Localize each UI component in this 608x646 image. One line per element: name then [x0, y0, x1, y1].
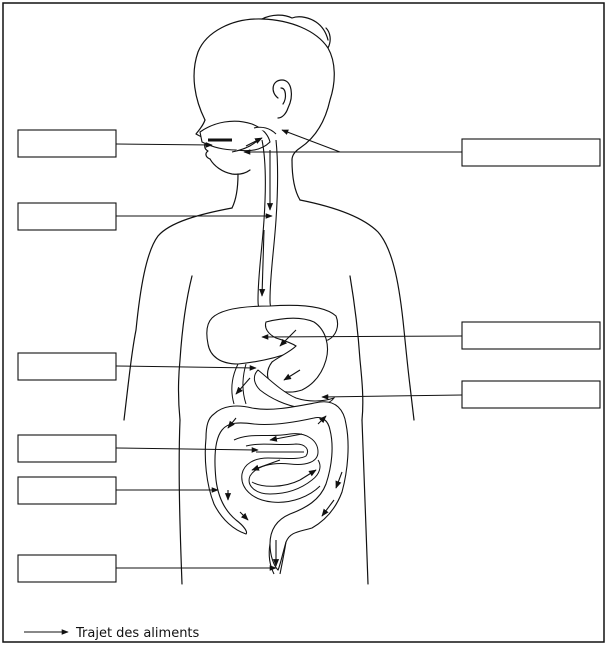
- label-box-rectum[interactable]: [18, 555, 116, 582]
- ear-inner: [281, 88, 285, 104]
- path-arrow-small-b: [252, 460, 280, 470]
- label-box-salivary-glands[interactable]: [462, 139, 600, 166]
- legend-label: Trajet des aliments: [75, 626, 200, 641]
- label-box-stomach[interactable]: [462, 381, 600, 408]
- neck-front: [232, 174, 238, 208]
- path-arrow-colon-end: [240, 512, 248, 520]
- leader-mouth: [116, 144, 212, 145]
- label-box-mouth[interactable]: [18, 130, 116, 157]
- label-box-liver[interactable]: [462, 322, 600, 349]
- hair: [262, 15, 328, 40]
- small-intestine-loop-a: [234, 434, 320, 494]
- small-intestine: [234, 434, 320, 503]
- esophagus-right: [270, 140, 278, 318]
- label-box-esophagus[interactable]: [18, 203, 116, 230]
- leader-stomach: [322, 395, 462, 397]
- body-silhouette: [124, 15, 414, 584]
- chin: [210, 159, 250, 174]
- esophagus-group: [258, 140, 278, 322]
- label-box-pancreas[interactable]: [18, 353, 116, 380]
- leader-small-intestine: [116, 448, 258, 450]
- oral-cavity: [200, 121, 276, 152]
- left-lower-torso: [179, 420, 182, 584]
- neck-back: [292, 160, 300, 200]
- leader-pancreas: [116, 366, 256, 368]
- legend: Trajet des aliments: [24, 626, 200, 641]
- right-lower-torso: [362, 420, 368, 584]
- right-torso-side: [350, 276, 363, 420]
- left-torso-side: [179, 276, 193, 420]
- ear: [273, 80, 291, 118]
- bile-duct: [232, 364, 246, 404]
- mouth-cavity: [200, 121, 270, 151]
- label-box-small-intestine[interactable]: [18, 435, 116, 462]
- small-intestine-folds: [252, 452, 304, 486]
- label-box-large-intestine[interactable]: [18, 477, 116, 504]
